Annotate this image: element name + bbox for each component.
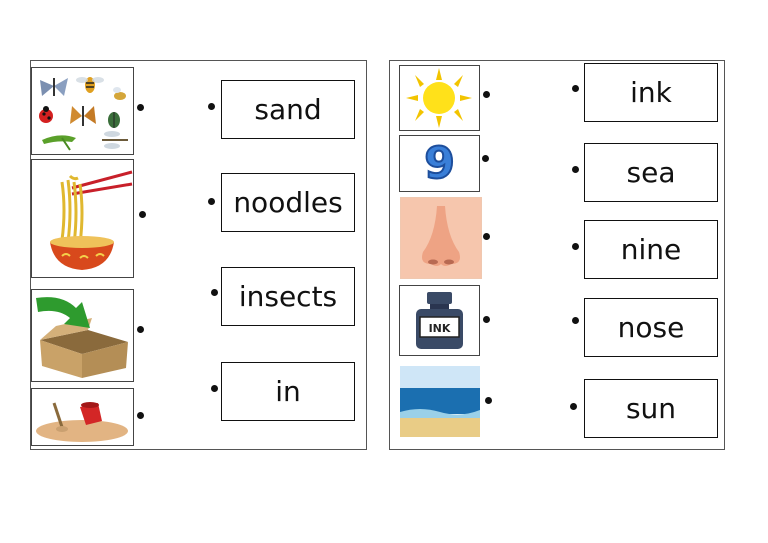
match-dot[interactable] <box>137 326 144 333</box>
word-box[interactable]: nose <box>584 298 718 357</box>
match-dot[interactable] <box>482 155 489 162</box>
match-dot[interactable] <box>137 104 144 111</box>
sand-bucket-image <box>31 388 134 446</box>
match-dot[interactable] <box>208 103 215 110</box>
ink-bottle-image: INK <box>399 285 480 356</box>
nose-image <box>400 197 482 279</box>
match-dot[interactable] <box>572 85 579 92</box>
word-box[interactable]: sand <box>221 80 355 139</box>
match-dot[interactable] <box>483 91 490 98</box>
word-box[interactable]: in <box>221 362 355 421</box>
word-box[interactable]: sea <box>584 143 718 202</box>
match-dot[interactable] <box>570 403 577 410</box>
noodles-image <box>31 159 134 278</box>
word-box[interactable]: insects <box>221 267 355 326</box>
match-dot[interactable] <box>483 233 490 240</box>
word-box[interactable]: sun <box>584 379 718 438</box>
match-dot[interactable] <box>572 166 579 173</box>
nine-image: 9 <box>399 135 480 192</box>
match-dot[interactable] <box>139 211 146 218</box>
word-box[interactable]: ink <box>584 63 718 122</box>
nine-digit: 9 <box>423 137 456 190</box>
match-dot[interactable] <box>208 198 215 205</box>
word-box[interactable]: noodles <box>221 173 355 232</box>
sun-image <box>399 65 480 131</box>
match-dot[interactable] <box>211 385 218 392</box>
word-box[interactable]: nine <box>584 220 718 279</box>
sea-image <box>400 366 480 437</box>
match-dot[interactable] <box>211 289 218 296</box>
match-dot[interactable] <box>572 317 579 324</box>
match-dot[interactable] <box>572 243 579 250</box>
match-dot[interactable] <box>483 316 490 323</box>
match-dot[interactable] <box>485 397 492 404</box>
box-arrow-in-image <box>31 289 134 382</box>
match-dot[interactable] <box>137 412 144 419</box>
insects-image <box>31 67 134 155</box>
ink-label: INK <box>429 322 451 335</box>
